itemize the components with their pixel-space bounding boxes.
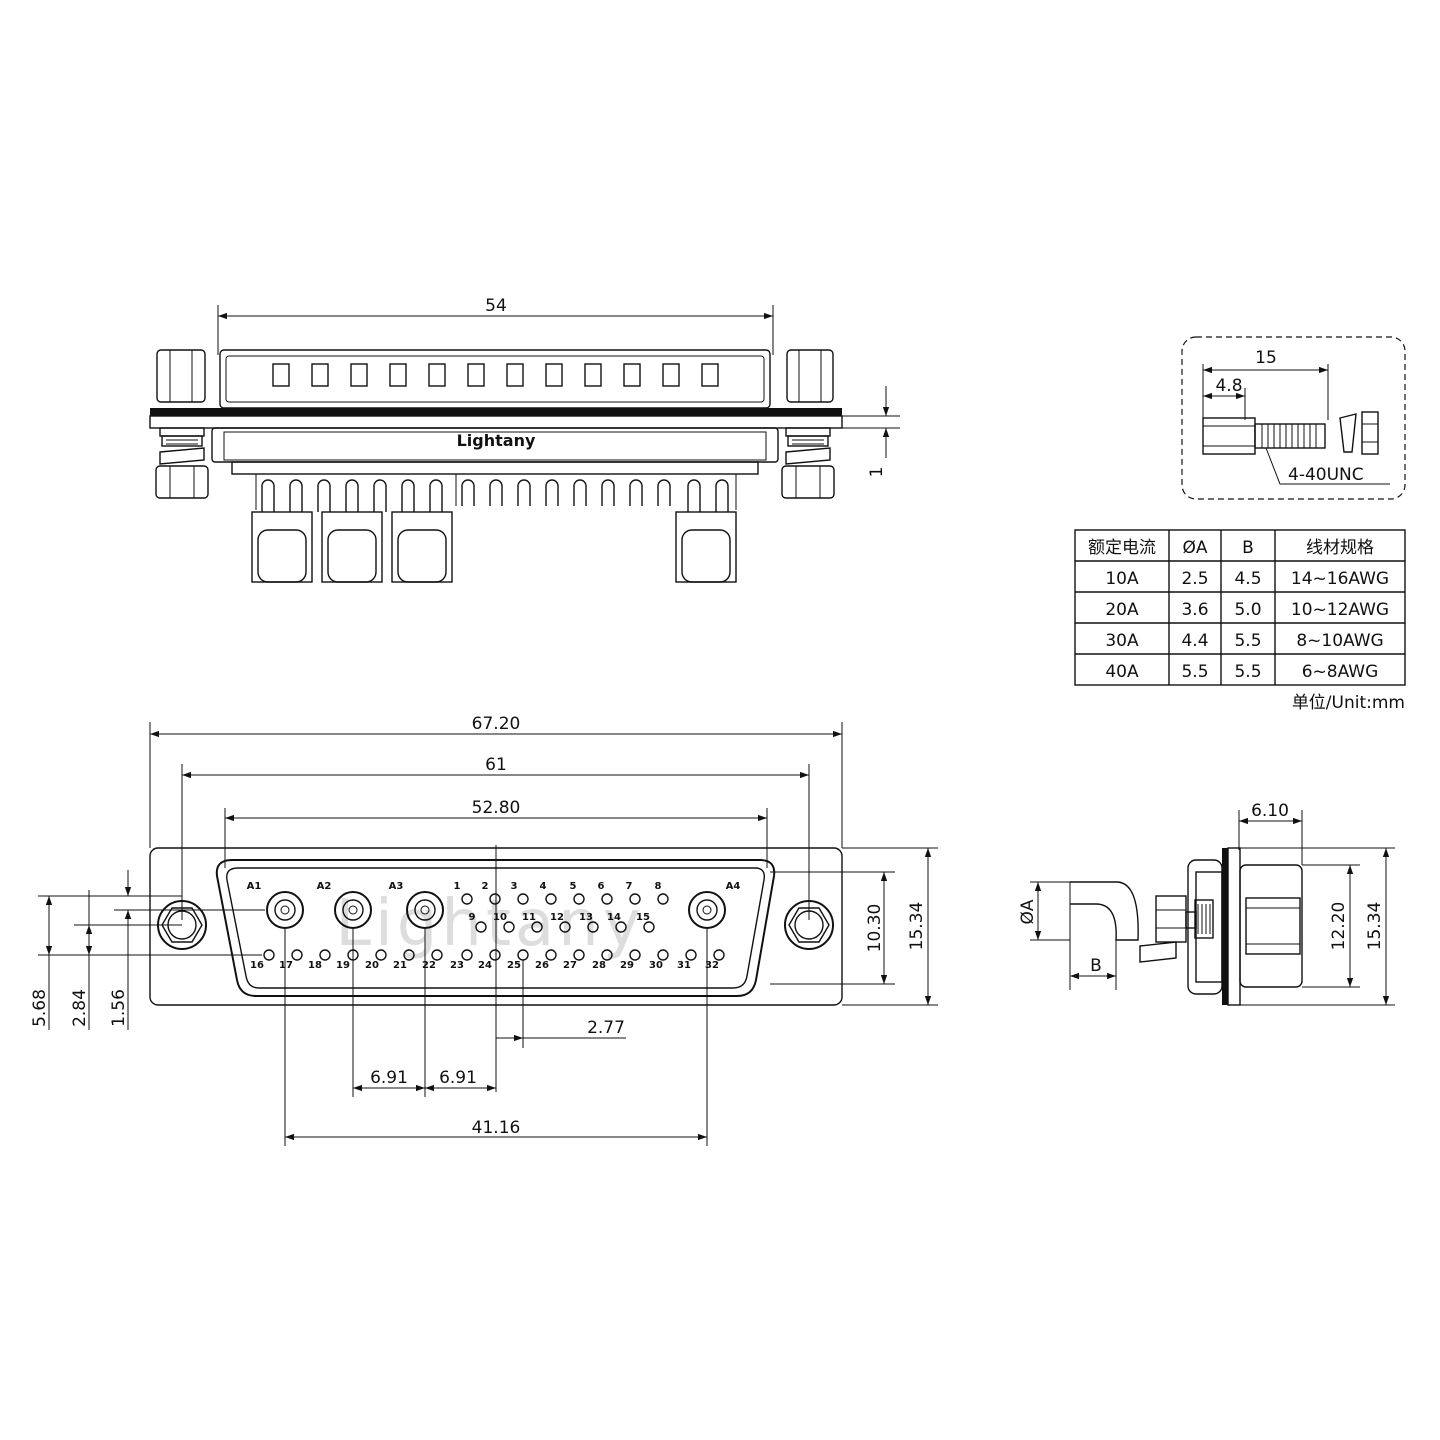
table-cell: 4.5	[1234, 569, 1261, 589]
dim-1-56: 1.56	[109, 989, 129, 1027]
dim-5-68: 5.68	[30, 989, 50, 1027]
pin-number: 29	[620, 960, 634, 971]
table-header-row: 额定电流 ØA B 线材规格	[1088, 538, 1374, 558]
pin-number: 6	[598, 881, 605, 892]
table-row: 30A 4.4 5.5 8~10AWG	[1105, 631, 1383, 651]
top-contact-windows	[272, 363, 719, 387]
table-cell: 4.4	[1181, 631, 1208, 651]
pin-number: 27	[563, 960, 577, 971]
pin-number: 30	[649, 960, 663, 971]
power-span-dim: 41.16	[472, 1118, 521, 1138]
top-width-dim: 54	[485, 296, 507, 316]
b-label: B	[1090, 956, 1102, 976]
pin-number: 2	[482, 881, 489, 892]
top-view: 54 1	[149, 296, 900, 583]
signal-pitch-dim: 2.77	[587, 1018, 625, 1038]
signal-row-2	[475, 921, 655, 933]
table-cell: 3.6	[1181, 600, 1208, 620]
pin-number: 22	[422, 960, 436, 971]
overall-height-dim: 15.34	[907, 902, 927, 951]
table-cell: 5.5	[1181, 662, 1208, 682]
pin-number: 25	[507, 960, 521, 971]
table-header-cell: B	[1242, 538, 1254, 558]
table-cell: 10A	[1105, 569, 1139, 589]
screw-length-dim: 15	[1255, 348, 1277, 368]
mount-spacing-dim: 61	[485, 755, 507, 775]
pin-number: 24	[478, 960, 492, 971]
thread-spec-label: 4-40UNC	[1288, 465, 1364, 485]
pin-number: 16	[250, 960, 264, 971]
pin-number: 26	[535, 960, 549, 971]
mounting-hole-right	[784, 900, 834, 950]
screw-detail: 15 4.8 4-40UNC	[1181, 336, 1406, 500]
pin-number: 18	[308, 960, 322, 971]
depth-dim: 6.10	[1251, 801, 1289, 821]
table-cell: 10~12AWG	[1291, 600, 1389, 620]
table-cell: 5.0	[1234, 600, 1261, 620]
power-pin-label: A4	[726, 881, 741, 892]
inner-height-dim: 12.20	[1329, 902, 1349, 951]
pin-number: 13	[579, 912, 593, 923]
pin-number: 21	[393, 960, 407, 971]
table-cell: 2.5	[1181, 569, 1208, 589]
pin-number: 8	[655, 881, 662, 892]
table-cell: 14~16AWG	[1291, 569, 1389, 589]
pin-number: 10	[493, 912, 507, 923]
table-cell: 5.5	[1234, 631, 1261, 651]
top-power-contacts	[251, 511, 737, 583]
pin-number: 3	[511, 881, 518, 892]
table-header-cell: 额定电流	[1088, 538, 1156, 558]
top-signal-pins	[255, 474, 737, 512]
pin-number: 28	[592, 960, 606, 971]
power-pin-label: A2	[317, 881, 332, 892]
spec-table: 额定电流 ØA B 线材规格 10A 2.5 4.5 14~16AWG 20A …	[1074, 529, 1406, 713]
pin-number: 31	[677, 960, 691, 971]
table-header-cell: 线材规格	[1306, 538, 1374, 558]
table-cell: 20A	[1105, 600, 1139, 620]
overall-width-dim: 67.20	[472, 714, 521, 734]
pin-number: 7	[626, 881, 633, 892]
flange-thickness-dim: 1	[867, 467, 887, 478]
pin-number: 32	[705, 960, 719, 971]
power-pin-label: A1	[247, 881, 262, 892]
shell-height-dim: 10.30	[865, 904, 885, 953]
brand-logo-text: Lightany	[457, 431, 536, 450]
table-header-cell: ØA	[1182, 538, 1207, 558]
table-cell: 6~8AWG	[1302, 662, 1379, 682]
table-row: 10A 2.5 4.5 14~16AWG	[1105, 569, 1389, 589]
pin-number: 4	[540, 881, 547, 892]
pin-number: 23	[450, 960, 464, 971]
pin-number: 15	[636, 912, 650, 923]
table-cell: 30A	[1105, 631, 1139, 651]
signal-row-3	[263, 949, 725, 961]
unit-note: 单位/Unit:mm	[1292, 693, 1405, 713]
pin-number: 19	[336, 960, 350, 971]
pin-number: 20	[365, 960, 379, 971]
pin-number: 5	[570, 881, 577, 892]
side-outer-height-dim: 15.34	[1365, 902, 1385, 951]
power-pin-label: A3	[389, 881, 404, 892]
side-view: 6.10 ØA B	[1018, 801, 1395, 1006]
pin-number: 1	[454, 881, 461, 892]
power-pitch-dim-2: 6.91	[439, 1068, 477, 1088]
shell-width-dim: 52.80	[472, 798, 521, 818]
signal-row-1	[461, 893, 669, 905]
pin-number: 12	[550, 912, 564, 923]
diameter-a-label: ØA	[1018, 899, 1038, 924]
pin-number: 9	[469, 912, 476, 923]
power-pitch-dim-1: 6.91	[370, 1068, 408, 1088]
table-cell: 40A	[1105, 662, 1139, 682]
pin-number: 17	[279, 960, 293, 971]
hex-length-dim: 4.8	[1215, 376, 1242, 396]
pin-number: 11	[522, 912, 536, 923]
pin-number: 14	[607, 912, 621, 923]
table-row: 40A 5.5 5.5 6~8AWG	[1105, 662, 1378, 682]
table-cell: 8~10AWG	[1296, 631, 1383, 651]
table-cell: 5.5	[1234, 662, 1261, 682]
table-row: 20A 3.6 5.0 10~12AWG	[1105, 600, 1389, 620]
dim-2-84: 2.84	[70, 989, 90, 1027]
front-view: Lightany 67.20 61 52.80	[30, 714, 938, 1146]
